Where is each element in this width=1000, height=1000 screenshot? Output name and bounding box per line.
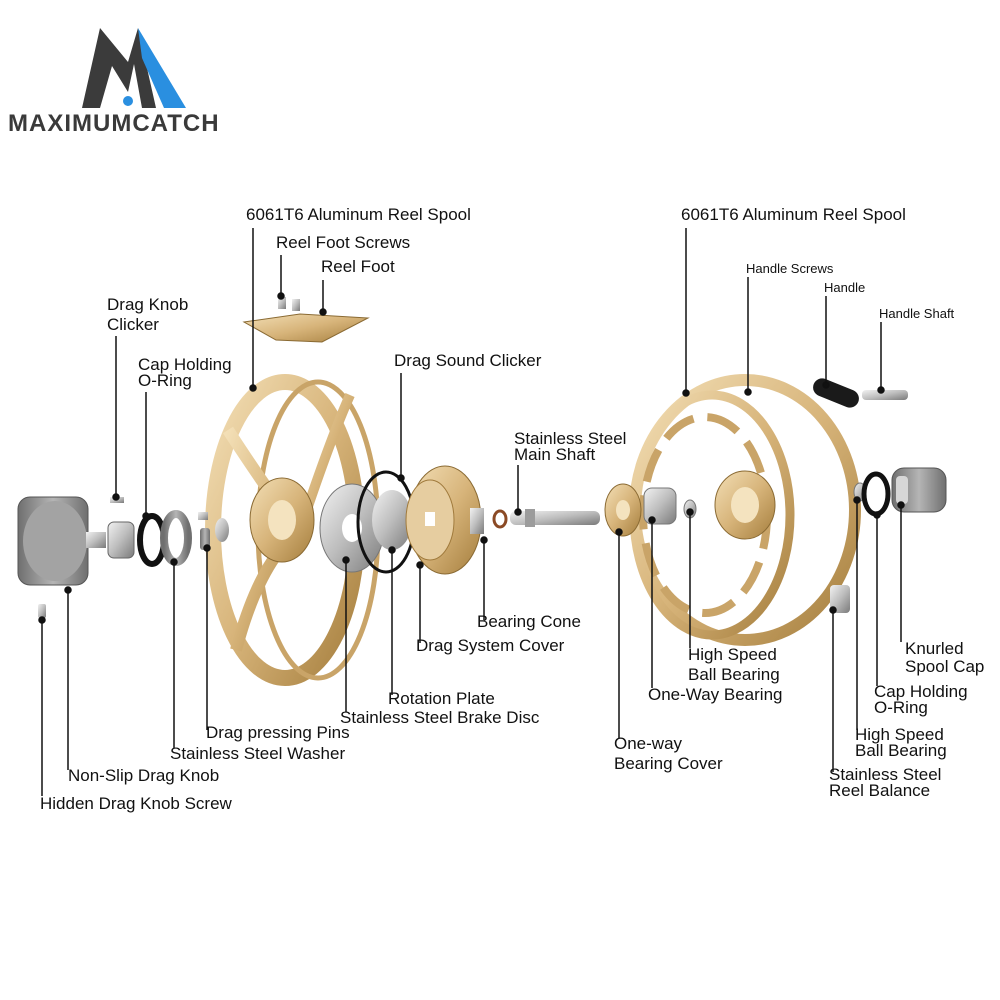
label-handle-screws: Handle Screws [746,261,834,276]
maximumcatch-m-logo [82,28,186,108]
label-handle-shaft: Handle Shaft [879,306,955,321]
steel-washer-part [160,510,192,566]
label-reel-balance-2: Reel Balance [829,781,931,800]
label-reel-foot: Reel Foot [321,257,395,276]
label-brake-disc: Stainless Steel Brake Disc [340,708,540,727]
label-drag-sound-clicker: Drag Sound Clicker [394,351,542,370]
label-cap-oring-left-1: Cap Holding [138,355,232,374]
label-drag-pressing-pins: Drag pressing Pins [206,723,350,742]
label-cap-oring-right-1: Cap Holding [874,682,968,701]
reel-balance-part [830,585,850,613]
leader-lines [38,228,905,796]
main-shaft-part [492,509,600,529]
label-handle: Handle [824,280,866,295]
label-reel-foot-screws: Reel Foot Screws [276,233,411,252]
label-hs-bearing-1-line-1: High Speed [688,645,777,664]
label-rotation-plate: Rotation Plate [388,689,495,708]
label-reel-balance-1: Stainless Steel [829,765,942,784]
label-nonslip-knob: Non-Slip Drag Knob [68,766,220,785]
drag-pins-part [198,512,229,550]
label-knurled-cap-2: Spool Cap [905,657,985,676]
label-cap-oring-left-2: O-Ring [138,371,192,390]
label-oneway-bearing: One-Way Bearing [648,685,783,704]
label-cap-oring-right-2: O-Ring [874,698,928,717]
brand-wordmark: MAXIMUMCATCH [8,110,220,137]
label-spool-left: 6061T6 Aluminum Reel Spool [246,205,471,224]
oneway-cover-part [604,483,642,537]
label-hs-bearing-1-line-2: Ball Bearing [688,665,780,684]
label-bearing-cone: Bearing Cone [477,612,581,631]
knurled-cap-part [891,467,947,513]
hidden-screw-part [38,604,46,618]
cap-oring-right-part [861,471,891,517]
label-hs-bearing-2-line-1: High Speed [855,725,944,744]
label-main-shaft-2: Main Shaft [514,445,596,464]
label-knurled-cap-1: Knurled [905,639,964,658]
label-oneway-cover-2: Bearing Cover [614,754,723,773]
label-steel-washer: Stainless Steel Washer [170,744,346,763]
label-main-shaft-1: Stainless Steel [514,429,627,448]
label-drag-knob-clicker-1: Drag Knob [107,295,189,314]
oneway-bearing-part [643,487,677,525]
reel-foot-part [242,297,370,343]
nonslip-drag-knob-part [17,496,135,586]
label-spool-right: 6061T6 Aluminum Reel Spool [681,205,906,224]
handle-shaft-part [862,390,908,400]
drag-system-cover-part [405,465,484,575]
label-oneway-cover-1: One-way [614,734,683,753]
label-hidden-screw: Hidden Drag Knob Screw [40,794,232,813]
label-drag-knob-clicker-2: Clicker [107,315,159,334]
label-hs-bearing-2-line-2: Ball Bearing [855,741,947,760]
label-drag-system-cover: Drag System Cover [416,636,565,655]
